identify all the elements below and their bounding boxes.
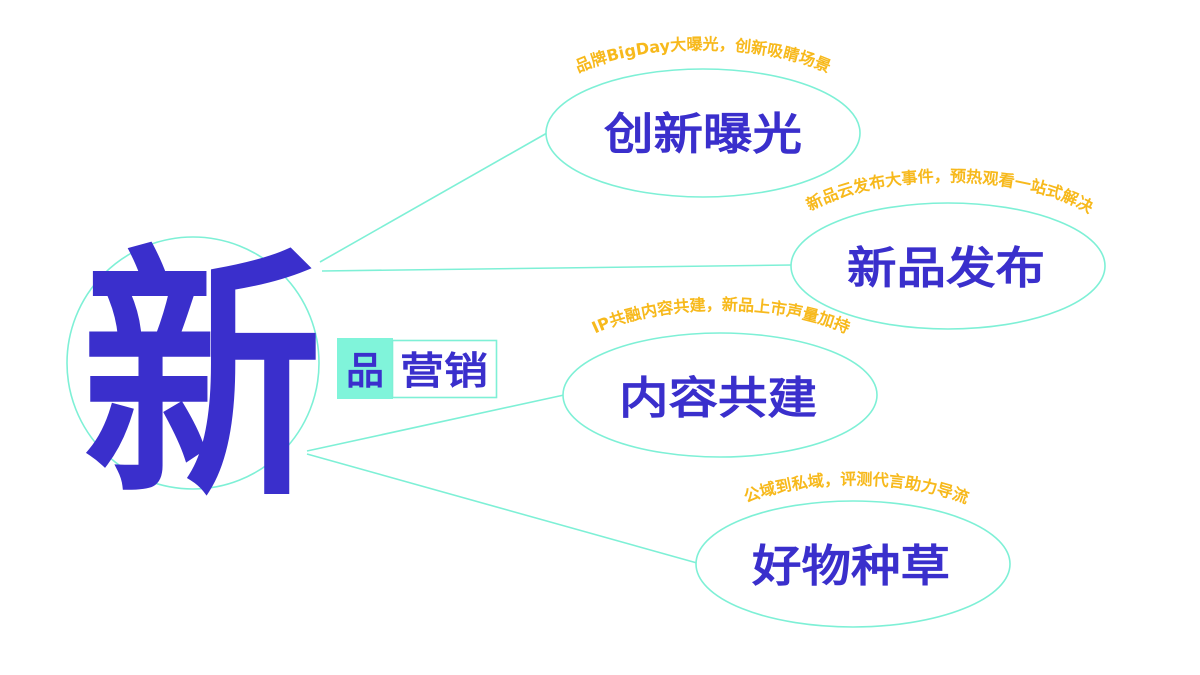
node-title: 创新曝光 xyxy=(604,109,802,160)
node-ellipse xyxy=(790,202,1106,330)
node-title: 好物种草 xyxy=(751,541,950,592)
node-ellipse xyxy=(562,332,878,458)
connector-line-3 xyxy=(306,394,565,452)
connector-line-2 xyxy=(321,264,793,272)
node-caption-text: IP共融内容共建，新品上市声量加持 xyxy=(589,295,853,337)
hub-badge: 品 营销 xyxy=(337,338,498,399)
node-content-co-creation: IP共融内容共建，新品上市声量加持 内容共建 xyxy=(562,295,878,458)
node-product-seeding: 公域到私域，评测代言助力导流 好物种草 xyxy=(695,470,1011,628)
node-ellipse xyxy=(545,68,861,198)
node-title: 新品发布 xyxy=(847,243,1045,294)
badge-highlight-text: 品 xyxy=(346,349,384,393)
node-caption: IP共融内容共建，新品上市声量加持 xyxy=(589,295,853,337)
connector-line-1 xyxy=(319,132,548,263)
connectors xyxy=(306,132,793,564)
node-innovation-exposure: 品牌BigDay大曝光，创新吸睛场景 创新曝光 xyxy=(545,34,861,198)
hub: 新 品 营销 xyxy=(66,225,498,533)
badge-highlight-box xyxy=(337,338,393,399)
hub-circle xyxy=(66,236,320,490)
badge-rest-box xyxy=(391,339,498,399)
node-product-launch: 新品云发布大事件，预热观看一站式解决 新品发布 xyxy=(790,166,1106,330)
node-title: 内容共建 xyxy=(619,373,817,424)
hub-main-char: 新 xyxy=(82,225,322,533)
node-ellipse xyxy=(695,500,1011,628)
connector-line-4 xyxy=(306,453,698,564)
badge-rest-text: 营销 xyxy=(400,349,488,393)
